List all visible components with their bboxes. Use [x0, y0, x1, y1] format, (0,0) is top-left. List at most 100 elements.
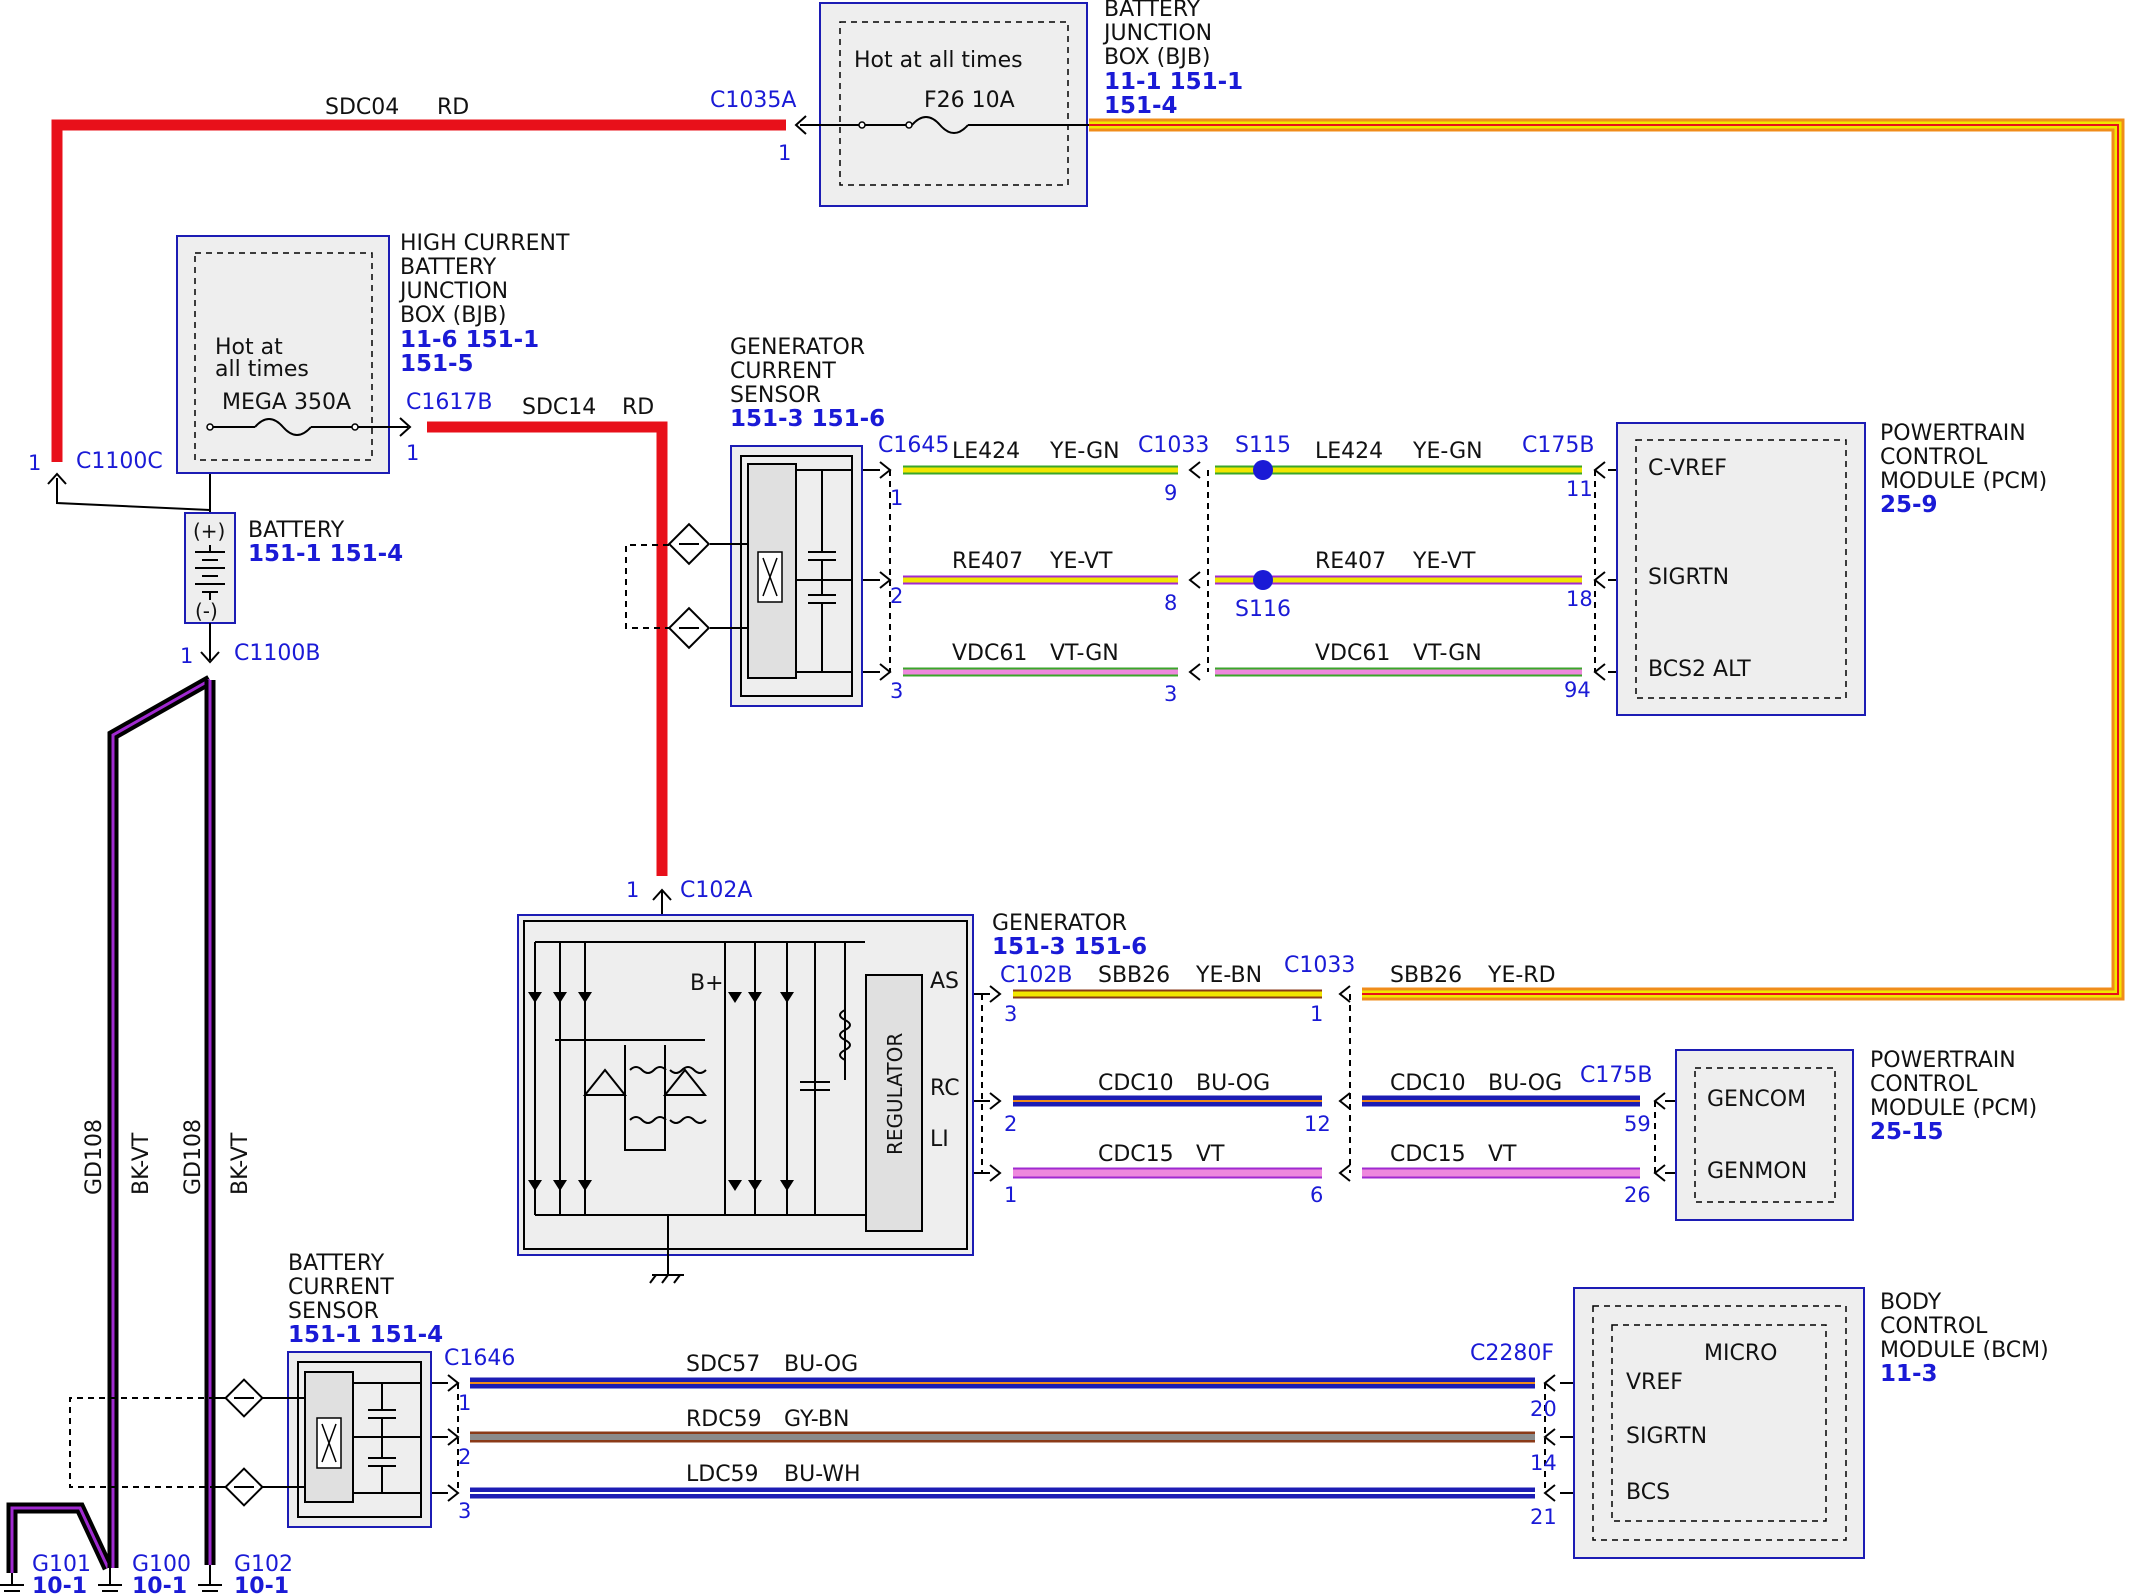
gcs-ref[interactable]: 151-3 151-6 — [730, 406, 885, 432]
battery-plus: (+) — [193, 519, 225, 543]
hcbjb-ref-1[interactable]: 11-6 151-1 — [400, 327, 539, 353]
wire-sbb26-color-1: YE-BN — [1195, 963, 1262, 988]
battery-ref[interactable]: 151-1 151-4 — [248, 541, 403, 567]
generator-ref[interactable]: 151-3 151-6 — [992, 934, 1147, 960]
hcbjb-ref-2[interactable]: 151-5 — [400, 351, 474, 377]
wire-sdc57-circuit: SDC57 — [686, 1352, 760, 1377]
ground-g102[interactable]: G102 — [234, 1552, 293, 1577]
bcs-element-icon — [321, 1423, 337, 1463]
connector-c1100c[interactable]: C1100C — [76, 449, 163, 474]
ground-g101-ref[interactable]: 10-1 — [32, 1574, 87, 1596]
hcbjb-title: HIGH CURRENT BATTERY JUNCTION BOX (BJB) … — [398, 231, 570, 377]
connector-c1100b[interactable]: C1100B — [234, 641, 320, 666]
bcs-name-1: BATTERY — [288, 1251, 385, 1276]
generator-term-li: LI — [930, 1127, 949, 1152]
wire-battery-positive — [56, 478, 211, 511]
wire-gd108 — [6, 675, 216, 1573]
pcm-module-top: C-VREF SIGRTN BCS2 ALT — [1616, 422, 1866, 716]
connector-c2280f[interactable]: C2280F — [1470, 1341, 1554, 1366]
wire-sdc14-circuit: SDC14 — [522, 395, 596, 420]
pcm1-name-2: CONTROL — [1880, 445, 1988, 470]
bcm-ref[interactable]: 11-3 — [1880, 1361, 1938, 1387]
battery-name: BATTERY — [248, 518, 345, 543]
pin-c2280f-20: 20 — [1530, 1397, 1557, 1421]
bjb-name-1: BATTERY — [1104, 0, 1201, 22]
battery-minus: (-) — [195, 599, 218, 623]
ground-g100[interactable]: G100 — [132, 1552, 191, 1577]
splice-label-s115[interactable]: S115 — [1235, 433, 1291, 458]
connector-labels: C1035A C1100C C1617B C1100B C1645 C1033 … — [32, 88, 1652, 1596]
wire-vdc61-color-1: VT-GN — [1050, 641, 1119, 666]
pin-c1617b: 1 — [406, 441, 419, 465]
connector-c1033-bottom[interactable]: C1033 — [1284, 953, 1355, 978]
pcm2-pin-genmon: GENMON — [1707, 1159, 1807, 1184]
pin-c1646-3: 3 — [458, 1499, 471, 1523]
splice-label-s116[interactable]: S116 — [1235, 597, 1291, 622]
pin-c175b-94: 94 — [1564, 678, 1591, 702]
wire-rdc59-circuit: RDC59 — [686, 1407, 762, 1432]
wire-sbb26-ye-rd — [1089, 118, 2125, 1001]
connector-c102a[interactable]: C102A — [680, 878, 752, 903]
wire-vdc61-circuit-2: VDC61 — [1315, 641, 1390, 666]
pin-gcs-2: 2 — [890, 584, 903, 608]
wire-cdc15-circuit-2: CDC15 — [1390, 1142, 1466, 1167]
generator: B+ REGULATOR AS RC LI — [517, 914, 974, 1284]
ground-g101[interactable]: G101 — [32, 1552, 91, 1577]
connector-c175b-top[interactable]: C175B — [1522, 433, 1594, 458]
pcm1-name-3: MODULE (PCM) — [1880, 469, 2047, 494]
bjb-ref-2[interactable]: 151-4 — [1104, 93, 1178, 119]
generator-bplus: B+ — [690, 971, 724, 996]
wire-cdc10-color-1: BU-OG — [1196, 1071, 1270, 1096]
pin-gcs-1: 1 — [890, 486, 903, 510]
wire-sdc14 — [427, 421, 668, 876]
connector-c175b-bottom[interactable]: C175B — [1580, 1063, 1652, 1088]
wire-sdc14-color: RD — [622, 395, 654, 420]
bjb-name-3: BOX (BJB) — [1104, 45, 1211, 70]
splice-s116[interactable] — [1253, 570, 1273, 590]
connector-c1033-top[interactable]: C1033 — [1138, 433, 1209, 458]
gcs-element-icon — [762, 557, 778, 597]
pin-c1100c: 1 — [28, 451, 41, 475]
pin-c175b-11: 11 — [1566, 477, 1593, 501]
ground-g100-ref[interactable]: 10-1 — [132, 1574, 187, 1596]
wire-le424-circuit-1: LE424 — [952, 439, 1020, 464]
wire-vdc61-color-2: VT-GN — [1413, 641, 1482, 666]
pcm2-ref[interactable]: 25-15 — [1870, 1119, 1944, 1145]
connector-c1617b[interactable]: C1617B — [406, 390, 492, 415]
wire-le424-color-2: YE-GN — [1412, 439, 1483, 464]
pcm1-ref[interactable]: 25-9 — [1880, 492, 1938, 518]
pin-c1646-1: 1 — [458, 1391, 471, 1415]
hcbjb-name-3: JUNCTION — [398, 279, 508, 304]
gcs-title: GENERATOR CURRENT SENSOR 151-3 151-6 — [730, 335, 885, 432]
connector-c102b[interactable]: C102B — [1000, 963, 1072, 988]
pin-c1033-3: 3 — [1164, 682, 1177, 706]
wire-cdc10-color-2: BU-OG — [1488, 1071, 1562, 1096]
bcm-name-2: CONTROL — [1880, 1314, 1988, 1339]
wire-gd108-circuit-1: GD108 — [82, 1119, 107, 1195]
hcbjb-hot-2: all times — [215, 357, 309, 382]
connector-dashes — [69, 470, 1656, 1493]
connector-c1646[interactable]: C1646 — [444, 1346, 515, 1371]
hcbjb-fuse-label: MEGA 350A — [222, 390, 351, 415]
connector-c1035a[interactable]: C1035A — [710, 88, 796, 113]
pcm2-name-3: MODULE (PCM) — [1870, 1096, 2037, 1121]
high-current-bjb: Hot at all times MEGA 350A — [176, 235, 408, 474]
bcs-ref[interactable]: 151-1 151-4 — [288, 1322, 443, 1348]
pin-numbers: 1 1 1 1 1 1 2 3 9 8 3 11 18 94 3 2 1 1 1… — [28, 141, 1651, 1529]
wire-cdc10-circuit-2: CDC10 — [1390, 1071, 1466, 1096]
bjb-hot-label: Hot at all times — [854, 48, 1023, 73]
gcs-name-1: GENERATOR — [730, 335, 865, 360]
pcm-module-bottom: GENCOM GENMON — [1675, 1049, 1854, 1221]
wire-re407-color-2: YE-VT — [1412, 549, 1476, 574]
ground-g102-ref[interactable]: 10-1 — [234, 1574, 289, 1596]
pin-c1646-2: 2 — [458, 1445, 471, 1469]
connector-c1645[interactable]: C1645 — [878, 433, 949, 458]
bjb-ref-1[interactable]: 11-1 151-1 — [1104, 69, 1243, 95]
gcs-name-3: SENSOR — [730, 383, 821, 408]
pin-c102b-3: 3 — [1004, 1002, 1017, 1026]
splice-s115[interactable] — [1253, 460, 1273, 480]
generator-diodes[interactable] — [528, 992, 794, 1191]
hcbjb-fuse-icon — [254, 418, 312, 436]
wire-sbb26-circuit-2: SBB26 — [1390, 963, 1462, 988]
